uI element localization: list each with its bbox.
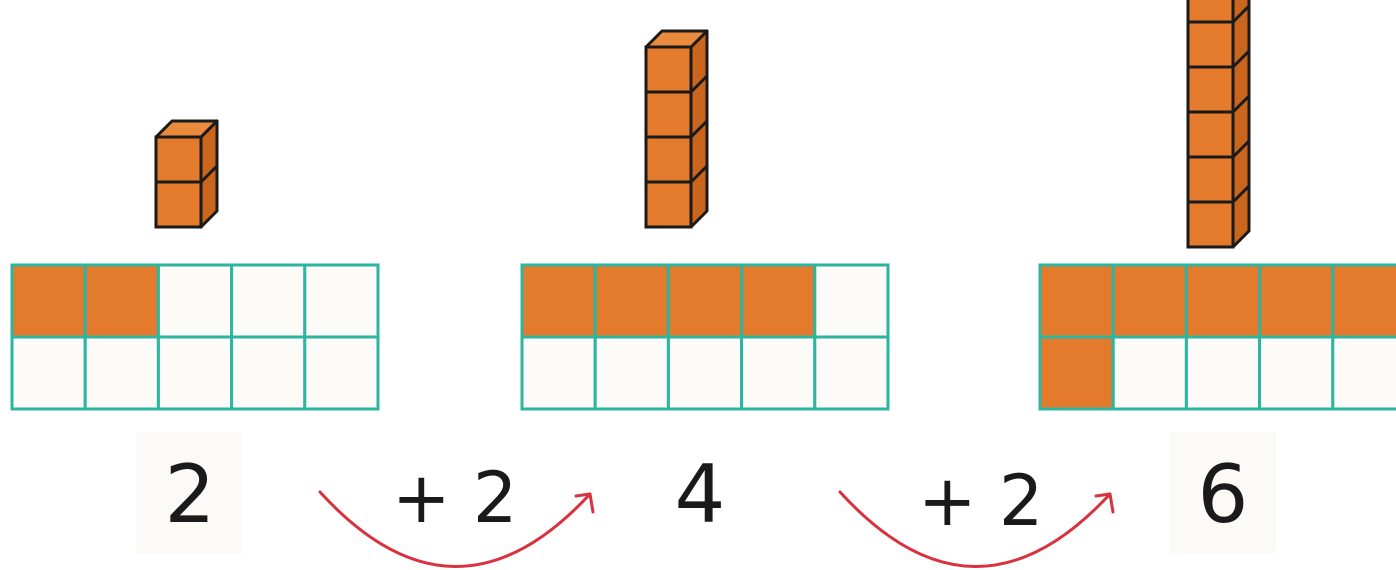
ten-frame-cell-filled bbox=[1258, 263, 1335, 339]
ten-frame-cell-empty bbox=[230, 263, 307, 339]
ten-frame-cell-filled bbox=[593, 263, 670, 339]
ten-frame-cell-empty bbox=[593, 335, 670, 411]
cube-side-edge bbox=[689, 74, 709, 94]
cube bbox=[1186, 200, 1235, 249]
ten-frame-cell-filled bbox=[1038, 335, 1115, 411]
ten-frame-cell-empty bbox=[666, 335, 744, 411]
jump-arrow-head bbox=[1094, 492, 1115, 514]
cube bbox=[154, 135, 203, 184]
jump-arrow-curve bbox=[838, 490, 1112, 568]
cube-side-edge bbox=[1231, 94, 1251, 114]
number-label-2: 4 bbox=[674, 448, 726, 541]
ten-frame-cell-empty bbox=[303, 335, 380, 411]
jump-arrow-1 bbox=[318, 490, 595, 568]
cube-tower-3 bbox=[1186, 0, 1251, 249]
jump-label-2: + 2 bbox=[918, 460, 1044, 542]
number-box-3 bbox=[1170, 432, 1276, 554]
ten-frame-cell-empty bbox=[740, 335, 817, 411]
ten-frame-cell-empty bbox=[813, 263, 890, 339]
ten-frames bbox=[10, 263, 1396, 411]
cube bbox=[644, 180, 693, 229]
cube-side-edge bbox=[689, 164, 709, 184]
cube-side-edge bbox=[1231, 184, 1251, 204]
number-box-1 bbox=[136, 432, 242, 554]
ten-frame-1 bbox=[10, 263, 380, 411]
cube-tower-2 bbox=[644, 29, 709, 229]
cube bbox=[1186, 110, 1235, 159]
number-label-1: 2 bbox=[164, 448, 216, 541]
cube bbox=[1186, 20, 1235, 69]
ten-frame-cell-empty bbox=[230, 335, 307, 411]
cube-towers bbox=[154, 0, 1251, 249]
ten-frame-cell-filled bbox=[83, 263, 160, 339]
cube-side-edge bbox=[1231, 139, 1251, 159]
cube bbox=[644, 135, 693, 184]
ten-frame-3 bbox=[1038, 263, 1396, 411]
ten-frame-cell-empty bbox=[303, 263, 380, 339]
number-label-3: 6 bbox=[1197, 448, 1249, 541]
cube-tower-1 bbox=[154, 119, 219, 229]
ten-frame-cell-filled bbox=[1184, 263, 1262, 339]
cube-side-edge bbox=[1231, 4, 1251, 24]
cube-side-edge bbox=[689, 119, 709, 139]
ten-frame-2 bbox=[520, 263, 890, 411]
ten-frame-cell-empty bbox=[83, 335, 160, 411]
cube-side-edge bbox=[1231, 49, 1251, 69]
cube bbox=[154, 180, 203, 229]
ten-frame-cell-empty bbox=[156, 263, 234, 339]
ten-frame-cell-empty bbox=[10, 335, 87, 411]
cube bbox=[1186, 65, 1235, 114]
jump-label-1: + 2 bbox=[392, 457, 518, 539]
jump-arrow-head bbox=[574, 492, 595, 514]
cube bbox=[644, 45, 693, 94]
ten-frame-cell-filled bbox=[1038, 263, 1115, 339]
ten-frame-cell-empty bbox=[1331, 335, 1396, 411]
ten-frame-cell-filled bbox=[1111, 263, 1188, 339]
jump-arrow-2 bbox=[838, 490, 1115, 568]
cube bbox=[1186, 0, 1235, 24]
ten-frame-cell-filled bbox=[10, 263, 87, 339]
cube bbox=[1186, 155, 1235, 204]
jump-arrow-curve bbox=[318, 490, 592, 568]
ten-frame-cell-filled bbox=[666, 263, 744, 339]
ten-frame-cell-empty bbox=[1184, 335, 1262, 411]
cube-side-edge bbox=[199, 164, 219, 184]
ten-frame-cell-filled bbox=[1331, 263, 1396, 339]
ten-frame-cell-filled bbox=[520, 263, 597, 339]
ten-frame-cell-empty bbox=[1111, 335, 1188, 411]
ten-frame-cell-empty bbox=[813, 335, 890, 411]
cube bbox=[644, 90, 693, 139]
ten-frame-cell-empty bbox=[520, 335, 597, 411]
cube-tower-side bbox=[1231, 0, 1251, 249]
ten-frame-cell-filled bbox=[740, 263, 817, 339]
ten-frame-cell-empty bbox=[156, 335, 234, 411]
jump-arrows bbox=[318, 490, 1115, 568]
ten-frame-cell-empty bbox=[1258, 335, 1335, 411]
